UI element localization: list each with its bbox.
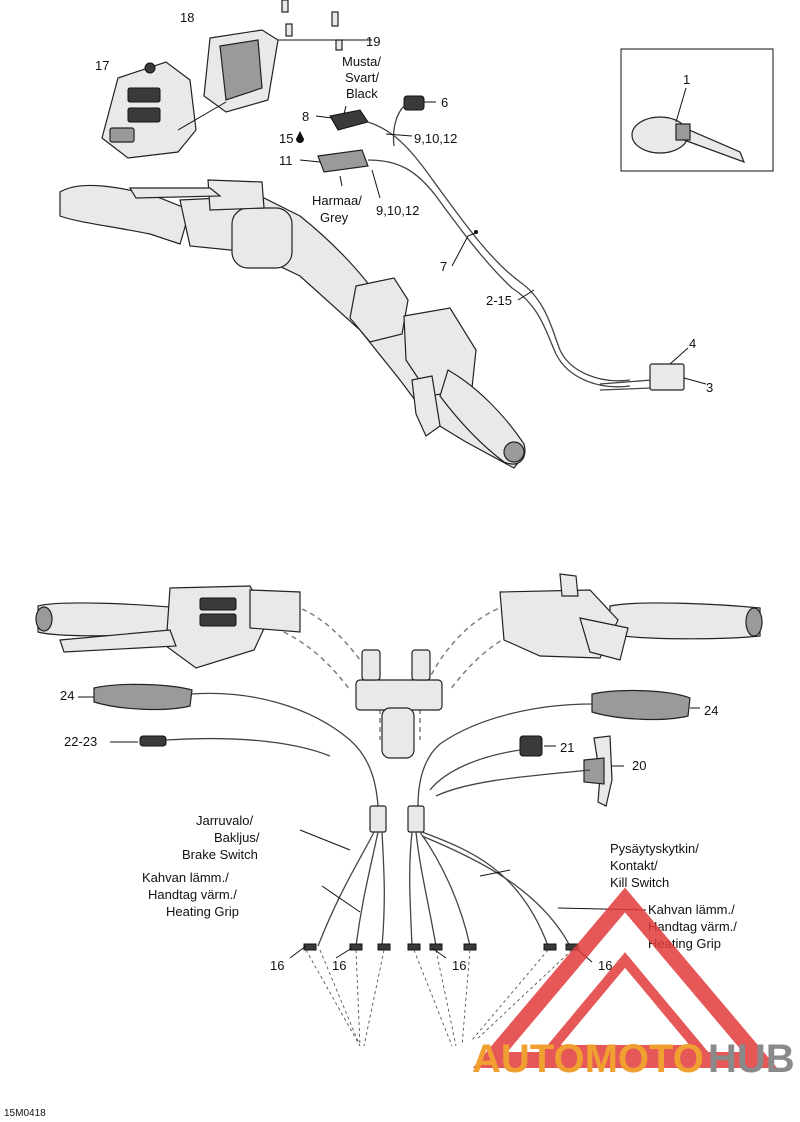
heating-grip-left-label-2: Handtag värm./ bbox=[148, 887, 237, 902]
label-2-15: 2-15 bbox=[486, 293, 512, 308]
label-7: 7 bbox=[440, 259, 447, 274]
label-22-23: 22-23 bbox=[64, 734, 97, 749]
brake-switch-label-1: Jarruvalo/ bbox=[196, 813, 253, 828]
label-16-c: 16 bbox=[452, 958, 466, 973]
kill-switch-label-1: Pysäytyskytkin/ bbox=[610, 841, 699, 856]
kill-switch-label-2: Kontakt/ bbox=[610, 858, 658, 873]
label-24-right: 24 bbox=[704, 703, 718, 718]
label-6: 6 bbox=[441, 95, 448, 110]
heated-grip-left bbox=[78, 683, 193, 711]
heating-grip-right-label-2: Handtag värm./ bbox=[648, 919, 737, 934]
grey-wire-label-1: Harmaa/ bbox=[312, 193, 362, 208]
screws bbox=[281, 0, 343, 51]
label-4: 4 bbox=[689, 336, 696, 351]
sensor-part bbox=[110, 735, 331, 757]
label-16-d: 16 bbox=[598, 958, 612, 973]
heated-grip-right bbox=[591, 689, 700, 721]
label-9-10-12-lower: 9,10,12 bbox=[376, 203, 419, 218]
watermark-triangle-inner bbox=[539, 952, 711, 1055]
label-16-a: 16 bbox=[270, 958, 284, 973]
black-wire-label-2: Svart/ bbox=[345, 70, 379, 85]
handlebar-assembly bbox=[59, 179, 526, 469]
connector-part bbox=[392, 95, 436, 147]
lower-handlebar-assembly bbox=[35, 573, 763, 759]
brake-switch-part bbox=[583, 735, 624, 807]
black-connector-part bbox=[315, 105, 369, 131]
label-16-b: 16 bbox=[332, 958, 346, 973]
grey-connector-part bbox=[299, 149, 369, 187]
watermark-text-grey: HUB bbox=[708, 1037, 795, 1081]
label-9-10-12-upper: 9,10,12 bbox=[414, 131, 457, 146]
wiring-harness bbox=[367, 121, 631, 388]
label-20: 20 bbox=[632, 758, 646, 773]
watermark-text-colored: AUTOMOTO bbox=[472, 1037, 704, 1081]
watermark-triangle bbox=[472, 887, 778, 1068]
heating-grip-left-label-3: Heating Grip bbox=[166, 904, 239, 919]
drop-icon bbox=[296, 131, 304, 143]
brake-switch-label-3: Brake Switch bbox=[182, 847, 258, 862]
kill-switch-part bbox=[519, 735, 556, 757]
diagram-code: 15M0418 bbox=[4, 1108, 46, 1119]
cable-tie-box bbox=[620, 48, 774, 172]
callout-labels: 1 17 18 19 6 8 15 11 9,10,12 9,10,12 7 2… bbox=[4, 10, 737, 1119]
heating-grip-right-label-1: Kahvan lämm./ bbox=[648, 902, 735, 917]
heating-grip-left-label-1: Kahvan lämm./ bbox=[142, 870, 229, 885]
main-connector-part bbox=[599, 347, 707, 391]
grey-wire-label-2: Grey bbox=[320, 210, 349, 225]
black-wire-label-3: Black bbox=[346, 86, 378, 101]
label-21: 21 bbox=[560, 740, 574, 755]
label-17: 17 bbox=[95, 58, 109, 73]
brake-switch-label-2: Bakljus/ bbox=[214, 830, 260, 845]
label-3: 3 bbox=[706, 380, 713, 395]
black-wire-label-1: Musta/ bbox=[342, 54, 381, 69]
label-19: 19 bbox=[366, 34, 380, 49]
switch-housing-part bbox=[101, 61, 227, 159]
kill-switch-label-3: Kill Switch bbox=[610, 875, 669, 890]
label-18: 18 bbox=[180, 10, 194, 25]
label-1: 1 bbox=[683, 72, 690, 87]
label-8: 8 bbox=[302, 109, 309, 124]
label-11: 11 bbox=[279, 153, 293, 168]
lower-wiring bbox=[191, 692, 647, 1047]
label-24-left: 24 bbox=[60, 688, 74, 703]
switch-cover-part bbox=[203, 29, 372, 113]
watermark-logo bbox=[472, 887, 778, 1068]
label-15: 15 bbox=[279, 131, 293, 146]
